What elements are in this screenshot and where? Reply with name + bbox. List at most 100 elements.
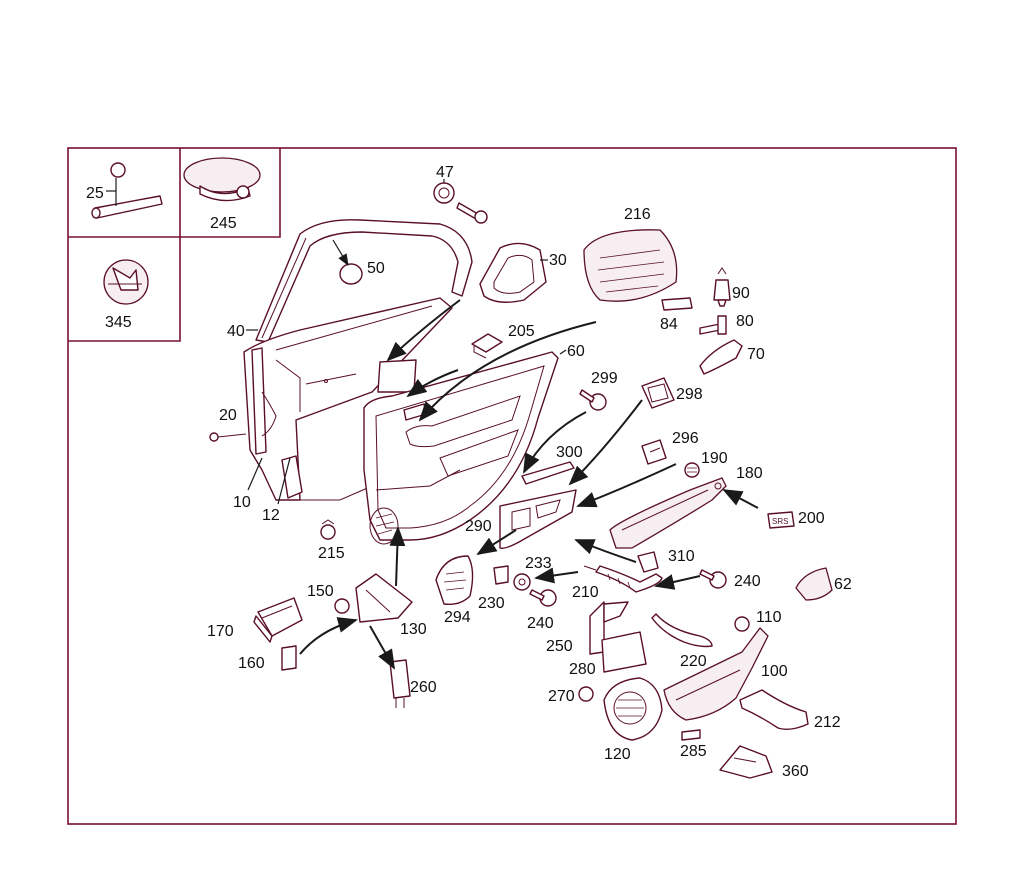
label-170: 170 [207, 623, 234, 640]
part-200-srs-badge: SRS [767, 511, 795, 529]
label-62: 62 [834, 576, 852, 593]
label-250: 250 [546, 638, 573, 655]
part-205-bracket [471, 333, 503, 359]
part-110-nut [734, 616, 750, 632]
label-280: 280 [569, 661, 596, 678]
label-190: 190 [701, 450, 728, 467]
label-245: 245 [210, 215, 237, 232]
part-25-rod [91, 162, 163, 219]
diagram-frame [67, 147, 957, 825]
part-250-piece [589, 601, 629, 655]
label-360: 360 [782, 763, 809, 780]
part-212-handle [739, 689, 809, 731]
part-190-knob [684, 462, 700, 478]
label-80: 80 [736, 313, 754, 330]
part-300-strip [521, 461, 575, 485]
part-120-speaker [603, 677, 663, 741]
part-160-block [281, 645, 297, 671]
label-150: 150 [307, 583, 334, 600]
part-84-block [661, 297, 693, 311]
label-205: 205 [508, 323, 535, 340]
part-245-cap [183, 157, 261, 202]
part-290-armrest [499, 489, 577, 549]
part-260-switch [389, 659, 411, 708]
label-294: 294 [444, 609, 471, 626]
part-100-lower-trim [663, 627, 769, 721]
part-240a-screw [699, 569, 727, 589]
part-62-cover [795, 567, 833, 601]
label-120: 120 [604, 746, 631, 763]
label-300: 300 [556, 444, 583, 461]
label-60: 60 [567, 343, 585, 360]
label-230: 230 [478, 595, 505, 612]
label-220: 220 [680, 653, 707, 670]
label-180: 180 [736, 465, 763, 482]
part-170-lock [253, 597, 303, 643]
label-210: 210 [572, 584, 599, 601]
label-10: 10 [233, 494, 251, 511]
part-345-clip [103, 259, 149, 305]
label-270: 270 [548, 688, 575, 705]
label-212: 212 [814, 714, 841, 731]
label-290: 290 [465, 518, 492, 535]
part-80-pin [699, 315, 727, 335]
part-299-screw [579, 389, 607, 411]
label-84: 84 [660, 316, 678, 333]
label-40: 40 [227, 323, 245, 340]
label-345: 345 [105, 314, 132, 331]
label-25: 25 [86, 185, 104, 202]
part-180-armrest-trim [609, 477, 727, 549]
part-90-connector [713, 267, 731, 307]
part-150-nut [334, 598, 350, 614]
inset-box-top [68, 148, 281, 238]
assembly-arrows [299, 299, 759, 670]
label-110: 110 [756, 609, 782, 626]
part-296-clip [641, 439, 667, 465]
label-130: 130 [400, 621, 427, 638]
part-233-washer [513, 573, 531, 591]
label-240a: 240 [734, 573, 761, 590]
part-270-nut [578, 686, 594, 702]
part-230-clip [493, 565, 509, 585]
inset-box-left [68, 148, 181, 342]
label-30: 30 [549, 252, 567, 269]
part-220-handle [651, 613, 713, 648]
part-280-pocket [601, 631, 647, 673]
part-60-trim-panel [363, 349, 567, 545]
part-50-plug [332, 239, 363, 285]
part-285-clip [681, 729, 701, 741]
label-240b: 240 [527, 615, 554, 632]
part-number-labels: 25 245 345 47 50 30 216 90 84 80 70 40 2… [86, 164, 852, 780]
part-298-switch [641, 377, 675, 409]
label-299: 299 [591, 370, 618, 387]
part-360-bracket [719, 745, 773, 779]
part-130-lock-housing [355, 573, 413, 623]
label-285: 285 [680, 743, 707, 760]
part-30-housing [479, 242, 548, 303]
label-200: 200 [798, 510, 825, 527]
label-160: 160 [238, 655, 265, 672]
label-215: 215 [318, 545, 345, 562]
label-47: 47 [436, 164, 454, 181]
label-50: 50 [367, 260, 385, 277]
label-90: 90 [732, 285, 750, 302]
label-310: 310 [668, 548, 695, 565]
label-100: 100 [761, 663, 788, 680]
part-20-cable [209, 432, 247, 442]
part-294-grille [435, 555, 474, 606]
part-240b-screw [529, 589, 557, 607]
label-12: 12 [262, 507, 280, 524]
label-298: 298 [676, 386, 703, 403]
label-296: 296 [672, 430, 699, 447]
label-260: 260 [410, 679, 437, 696]
label-233: 233 [525, 555, 552, 572]
part-70-handle [699, 339, 743, 375]
label-20: 20 [219, 407, 237, 424]
part-40-seal-frame [246, 219, 473, 343]
label-216: 216 [624, 206, 651, 223]
part-216-pad [583, 229, 678, 302]
label-70: 70 [747, 346, 765, 363]
part-215-fastener [320, 519, 336, 540]
srs-badge-text: SRS [772, 517, 788, 526]
